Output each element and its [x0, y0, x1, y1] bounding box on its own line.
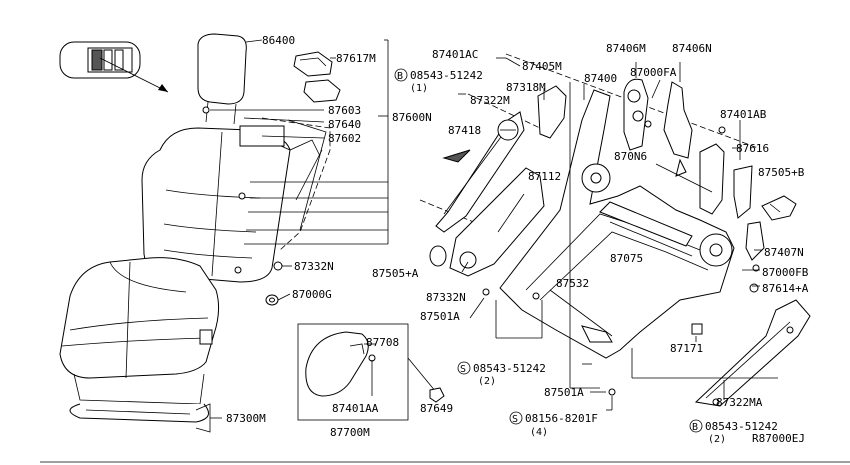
label-87649: 87649 [420, 402, 453, 415]
label-87602: 87602 [328, 132, 361, 145]
label-87112: 87112 [528, 170, 561, 183]
label-87616: 87616 [736, 142, 769, 155]
leader-lines-right [458, 57, 778, 411]
label-87418: 87418 [448, 124, 481, 137]
bolt-symbol-letter-bottom: B [692, 422, 698, 433]
label-87407n: 87407N [764, 246, 804, 259]
label-87405m: 87405M [522, 60, 562, 73]
bolt-symbol-bottom [689, 419, 703, 433]
label-87406m: 87406M [606, 42, 646, 55]
headrest-drawing [197, 33, 247, 125]
screw-symbol-mid [457, 361, 471, 375]
label-87406n: 87406N [672, 42, 712, 55]
grommet-87000g [265, 294, 279, 306]
label-87171: 87171 [670, 342, 703, 355]
vehicle-locator-icon [59, 41, 169, 93]
label-87532: 87532 [556, 277, 589, 290]
label-87401ab: 87401AB [720, 108, 767, 121]
label-87505b: 87505+B [758, 166, 805, 179]
seat-frame-assembly [419, 53, 759, 396]
diagram-code: R87000EJ [752, 432, 805, 445]
label-87000fb: 87000FB [762, 266, 809, 279]
screw-symbol-letter-bottom: S [512, 414, 518, 425]
label-08543-qty-top: (1) [410, 83, 428, 94]
seat-cushion-drawing [59, 257, 220, 423]
label-87501a-left: 87501A [420, 310, 460, 323]
part-87617m-drawing [293, 51, 333, 77]
label-87603: 87603 [328, 104, 361, 117]
screw-symbol-letter-mid: S [460, 364, 466, 375]
label-08543-qty-mid: (2) [478, 376, 496, 387]
label-87300m: 87300M [226, 412, 266, 425]
label-87617m: 87617M [336, 52, 376, 65]
label-87075: 87075 [610, 252, 643, 265]
label-08156-8201f: 08156-8201F [525, 412, 598, 425]
label-08543-51242-mid: 08543-51242 [473, 362, 546, 375]
screw-symbol-bottom [509, 411, 523, 425]
label-08543-qty-bottom: (2) [708, 434, 726, 445]
side-covers-right [699, 126, 797, 293]
label-87640: 87640 [328, 118, 361, 131]
label-08543-51242-top: 08543-51242 [410, 69, 483, 82]
label-08543-51242-bottom: 08543-51242 [705, 420, 778, 433]
label-87400: 87400 [584, 72, 617, 85]
label-870n6: 870N6 [614, 150, 647, 163]
label-87501a-bottom: 87501A [544, 386, 584, 399]
label-87401ac: 87401AC [432, 48, 478, 61]
label-87401aa: 87401AA [332, 402, 379, 415]
label-87600n: 87600N [392, 111, 432, 124]
screw-86400-a [202, 106, 210, 114]
label-87332n-left: 87332N [294, 260, 334, 273]
seat-back-frame-outline [261, 117, 331, 251]
seat-back-drawing [141, 125, 321, 283]
bolt-87332n-left [273, 261, 283, 271]
label-08156-qty: (4) [530, 427, 548, 438]
label-87708: 87708 [366, 336, 399, 349]
label-87332n-center: 87332N [426, 291, 466, 304]
spacer-87171 [691, 323, 703, 335]
label-87700m: 87700M [330, 426, 370, 439]
armrest-inset-box [297, 323, 437, 421]
label-87000g: 87000G [292, 288, 332, 301]
side-cover-87322ma [694, 299, 811, 407]
label-86400: 86400 [262, 34, 295, 47]
recliner-brackets [623, 78, 693, 177]
bolt-symbol-top [394, 68, 408, 82]
label-87000fa: 87000FA [630, 66, 677, 79]
clip-87649 [429, 387, 445, 403]
part-87603-drawing [303, 79, 341, 103]
label-87318m: 87318M [506, 81, 546, 94]
leader-lines-left [210, 39, 389, 301]
part-labels: 86400 87617M 87603 87640 87600N 87602 87… [226, 34, 809, 445]
label-87505a: 87505+A [372, 267, 419, 280]
label-87614a: 87614+A [762, 282, 809, 295]
label-87322ma: 87322MA [716, 396, 763, 409]
bolt-symbol-letter-top: B [397, 71, 403, 82]
label-87322m: 87322M [470, 94, 510, 107]
